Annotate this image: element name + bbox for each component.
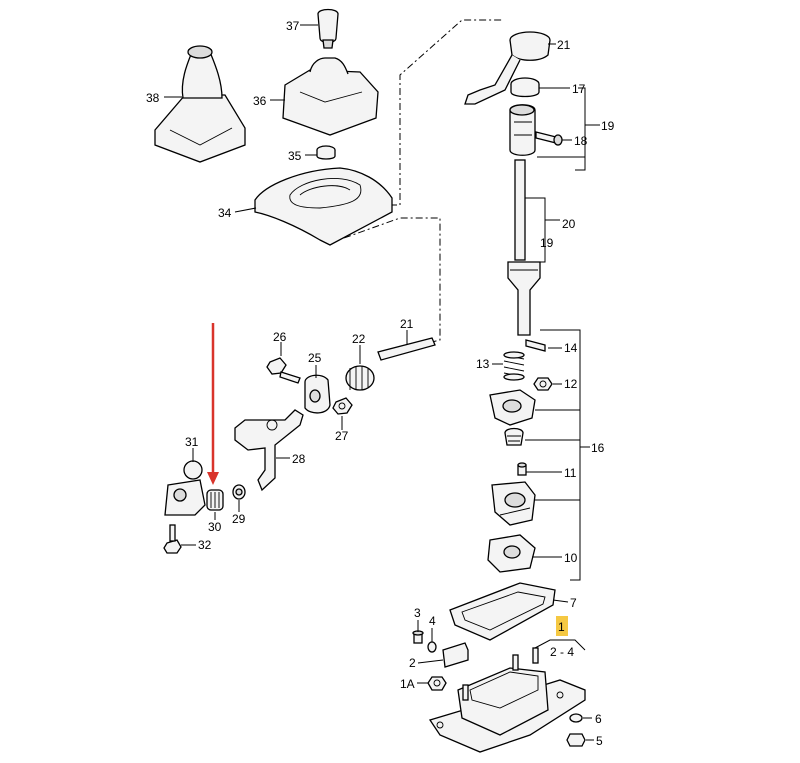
part-25-clamp xyxy=(304,374,331,414)
part-19-upper-bearing xyxy=(509,104,536,156)
label-18: 18 xyxy=(574,134,588,148)
part-labels: 37 38 36 35 34 21 17 19 18 20 19 26 25 2… xyxy=(146,19,615,748)
studs xyxy=(462,647,539,701)
part-10-plate xyxy=(487,534,536,573)
label-22: 22 xyxy=(352,332,366,346)
label-34: 34 xyxy=(218,206,232,220)
part-35-ring xyxy=(316,145,336,160)
label-32: 32 xyxy=(198,538,212,552)
label-30: 30 xyxy=(208,520,222,534)
label-38: 38 xyxy=(146,91,160,105)
label-17: 17 xyxy=(572,82,586,96)
label-4: 4 xyxy=(429,614,436,628)
label-10: 10 xyxy=(564,551,578,565)
part-7-gasket xyxy=(449,582,556,641)
part-3-screw xyxy=(412,630,424,644)
part-27-nut xyxy=(332,397,353,415)
label-5: 5 xyxy=(596,734,603,748)
label-29: 29 xyxy=(232,512,246,526)
label-19-lower: 19 xyxy=(540,236,554,250)
leader-lines xyxy=(164,24,600,741)
part-6-washer xyxy=(569,713,583,723)
part-20-shift-shaft xyxy=(507,159,541,336)
part-21-rod xyxy=(377,337,436,361)
label-35: 35 xyxy=(288,149,302,163)
part-26-bolt xyxy=(266,357,301,384)
part-34-console-cover xyxy=(254,167,393,246)
part-1a-nut xyxy=(427,676,447,691)
part-30-bush xyxy=(206,489,224,511)
label-37: 37 xyxy=(286,19,300,33)
label-12: 12 xyxy=(564,377,578,391)
label-19-upper: 19 xyxy=(601,119,615,133)
label-1a: 1A xyxy=(400,677,415,691)
part-37-knob xyxy=(317,8,339,49)
label-21-rod: 21 xyxy=(400,317,414,331)
part-17-bushing xyxy=(510,77,540,98)
part-29-washer xyxy=(232,484,246,500)
part-1-housing xyxy=(428,667,586,753)
label-31: 31 xyxy=(185,435,199,449)
label-14: 14 xyxy=(564,341,578,355)
part-36-boot-housing xyxy=(282,57,379,136)
part-28-bracket xyxy=(234,409,304,492)
label-2: 2 xyxy=(409,656,416,670)
part-16-lower-housing xyxy=(491,481,536,526)
red-highlight-arrow xyxy=(207,323,219,485)
label-27: 27 xyxy=(335,429,349,443)
label-16: 16 xyxy=(591,441,605,455)
part-16-bearing-housing xyxy=(489,389,536,446)
label-2-4: 2 - 4 xyxy=(550,645,574,659)
part-2-bracket xyxy=(442,642,469,668)
part-21-top-lever xyxy=(464,31,551,105)
part-12-nut xyxy=(533,377,553,391)
part-38-shift-boot xyxy=(154,45,246,163)
callout-box-1 xyxy=(556,616,568,636)
label-36: 36 xyxy=(253,94,267,108)
part-11-bush xyxy=(517,462,527,476)
part-14-pin xyxy=(525,339,546,352)
label-11: 11 xyxy=(564,466,577,480)
label-25: 25 xyxy=(308,351,322,365)
label-3: 3 xyxy=(414,606,421,620)
part-32-bolt xyxy=(163,524,182,554)
part-5-bolt xyxy=(566,733,586,747)
part-13-spring xyxy=(503,351,525,381)
part-22-damper xyxy=(345,365,375,391)
label-28: 28 xyxy=(292,452,306,466)
part-31-ball-joint xyxy=(164,460,206,516)
label-21-top: 21 xyxy=(557,38,571,52)
label-13: 13 xyxy=(476,357,490,371)
label-1: 1 xyxy=(558,620,565,634)
label-20: 20 xyxy=(562,217,576,231)
part-18-bolt xyxy=(535,131,563,146)
part-4-washer xyxy=(427,641,437,653)
label-26: 26 xyxy=(273,330,287,344)
label-7: 7 xyxy=(570,596,577,610)
label-6: 6 xyxy=(595,712,602,726)
